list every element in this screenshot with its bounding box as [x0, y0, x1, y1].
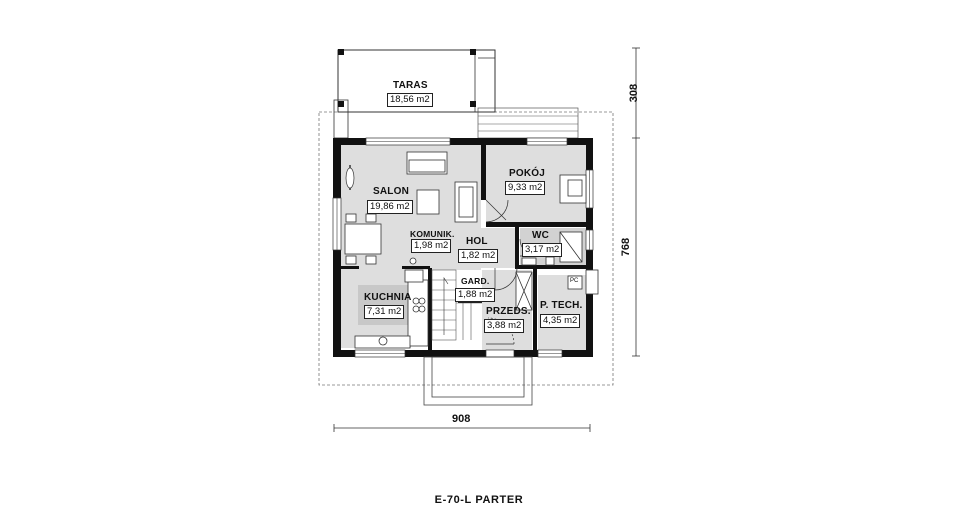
- entrance-canopy: [423, 356, 533, 406]
- dimension-height-top: 308: [628, 83, 640, 103]
- room-name-hol: HOL: [466, 236, 488, 247]
- room-name-przeds: PRZEDS.: [486, 306, 531, 317]
- room-area-ptech: 4,35 m2: [540, 314, 581, 328]
- room-area-taras: 18,56 m2: [387, 93, 433, 107]
- armchair: [454, 181, 478, 223]
- room-area-pokoj: 9,33 m2: [505, 181, 546, 195]
- fridge-icon: [409, 257, 417, 265]
- room-name-pokoj: POKÓJ: [509, 168, 546, 179]
- room-name-gard: GARD.: [461, 276, 490, 286]
- room-name-komunik: KOMUNIK.: [410, 229, 455, 239]
- coffee-table: [416, 189, 440, 215]
- room-name-taras: TARAS: [393, 80, 428, 91]
- dimension-height-main: 768: [620, 237, 632, 257]
- desk: [559, 174, 587, 204]
- room-name-wc: WC: [532, 230, 550, 241]
- room-name-salon: SALON: [373, 186, 409, 197]
- room-area-hol: 1,82 m2: [458, 249, 499, 263]
- sofa: [406, 151, 448, 175]
- kitchen-counter: [354, 269, 429, 349]
- room-area-salon: 19,86 m2: [367, 200, 413, 214]
- wardrobe: [515, 271, 533, 311]
- technical-box: [585, 269, 599, 295]
- room-name-ptech: P. TECH.: [540, 300, 583, 311]
- dimension-lines: [333, 47, 640, 432]
- boiler: [567, 275, 583, 290]
- dimension-width: 908: [452, 413, 471, 425]
- drawing-title: E-70-L PARTER: [434, 494, 524, 506]
- room-area-wc: 3,17 m2: [522, 243, 563, 257]
- room-area-gard: 1,88 m2: [455, 288, 496, 302]
- room-area-przeds: 3,88 m2: [484, 319, 525, 333]
- room-area-kuchnia: 7,31 m2: [364, 305, 405, 319]
- room-name-kuchnia: KUCHNIA: [364, 292, 412, 303]
- staircase: [431, 269, 482, 341]
- dining-table: [344, 213, 382, 265]
- room-area-komunik: 1,98 m2: [411, 239, 452, 253]
- boiler-label: PC: [570, 278, 579, 284]
- terrace: [333, 49, 579, 139]
